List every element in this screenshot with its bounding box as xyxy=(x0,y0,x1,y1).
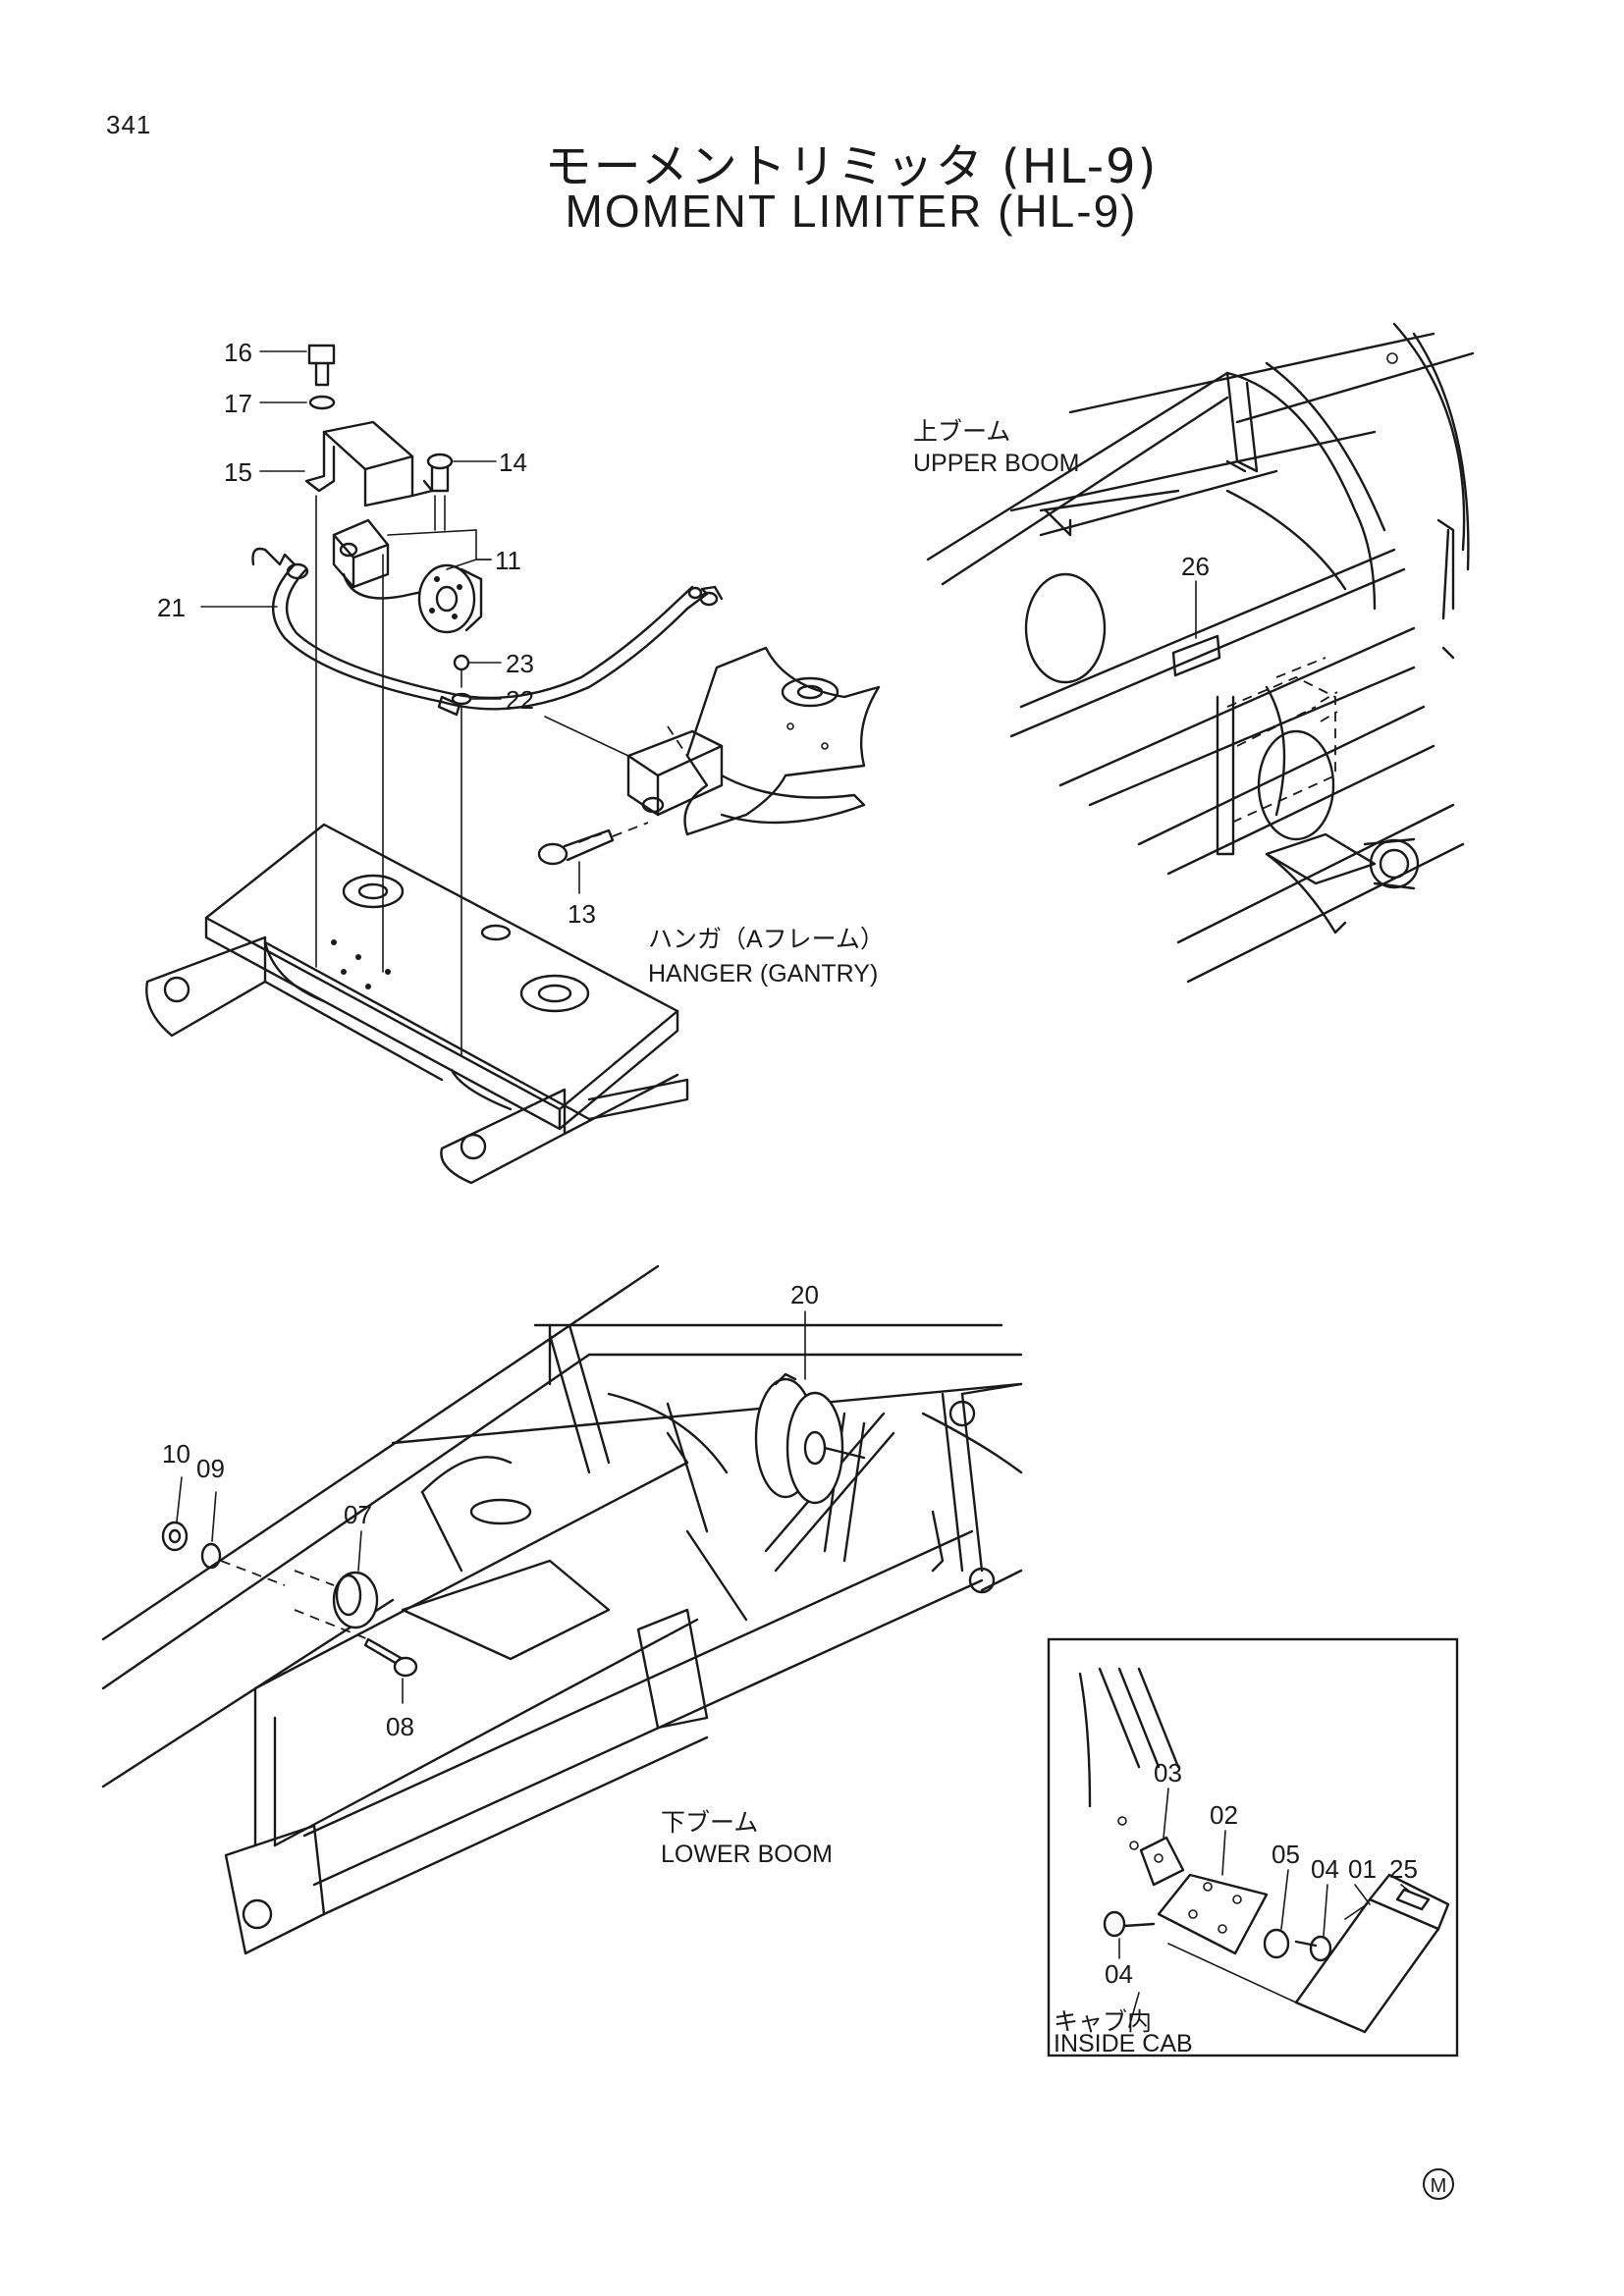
lower-boom-assembly: 20 10 09 07 08 xyxy=(101,1264,1023,1955)
callout-20: 20 xyxy=(790,1280,819,1309)
callout-17: 17 xyxy=(224,389,252,418)
upper-boom-label-jp: 上ブーム xyxy=(913,418,1010,446)
callout-02: 02 xyxy=(1210,1800,1238,1830)
callout-04b: 04 xyxy=(1105,1959,1133,1989)
lower-boom-label-jp: 下ブーム xyxy=(661,1809,758,1837)
page-number: 341 xyxy=(106,110,152,139)
upper-boom-label-en: UPPER BOOM xyxy=(913,450,1079,477)
callout-07: 07 xyxy=(344,1500,372,1529)
hanger-label-jp: ハンガ（Aフレーム） xyxy=(648,926,885,953)
callout-25: 25 xyxy=(1389,1854,1418,1884)
callout-03: 03 xyxy=(1154,1758,1182,1788)
callout-16: 16 xyxy=(224,338,252,367)
inside-cab-inset: 03 02 05 04 04 01 25 xyxy=(1047,1637,1459,2057)
upper-boom-assembly: 26 xyxy=(926,322,1475,984)
callout-21: 21 xyxy=(157,593,186,622)
callout-08: 08 xyxy=(386,1712,414,1741)
hanger-assembly xyxy=(145,344,881,1185)
callout-11: 11 xyxy=(495,546,521,575)
title-english: MOMENT LIMITER (HL-9) xyxy=(565,186,1138,237)
callout-13: 13 xyxy=(568,899,596,929)
callout-05: 05 xyxy=(1272,1840,1300,1869)
callout-15: 15 xyxy=(224,457,252,487)
title-japanese: モーメントリミッタ (HL-9) xyxy=(544,139,1159,194)
lower-boom-label-en: LOWER BOOM xyxy=(661,1841,833,1868)
mark-m: M xyxy=(1431,2175,1447,2197)
callout-04a: 04 xyxy=(1311,1854,1339,1884)
callout-22: 22 xyxy=(506,685,534,715)
hanger-label-en: HANGER (GANTRY) xyxy=(648,960,878,988)
callout-10: 10 xyxy=(162,1439,190,1468)
callout-09: 09 xyxy=(196,1454,225,1483)
callout-14: 14 xyxy=(499,448,527,477)
inside-cab-label-en: INSIDE CAB xyxy=(1054,2030,1193,2057)
inside-cab-label-jp: キャブ内 xyxy=(1054,2008,1152,2036)
callout-26: 26 xyxy=(1181,552,1210,581)
callout-01: 01 xyxy=(1348,1854,1377,1884)
callout-23: 23 xyxy=(506,649,534,678)
